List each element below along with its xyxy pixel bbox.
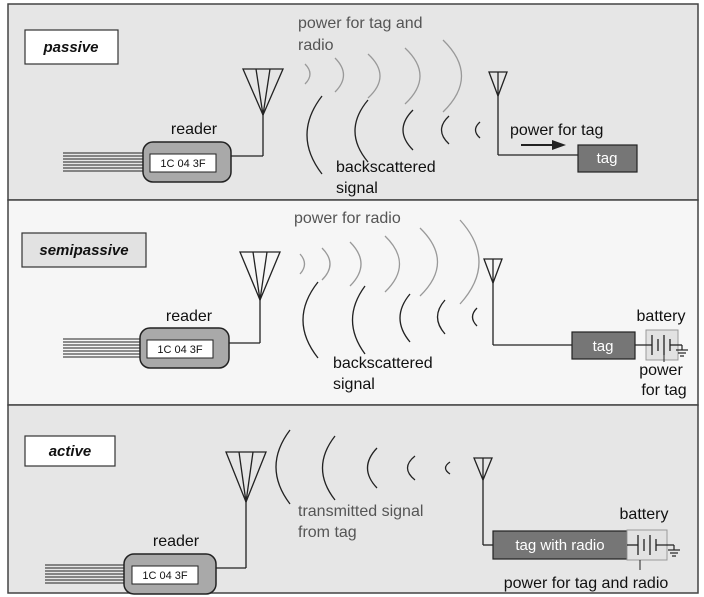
return-label-line2: signal (333, 376, 375, 393)
return-waves (275, 429, 451, 505)
tag-box (577, 144, 638, 173)
reader-label: reader (153, 533, 200, 550)
antenna-icon (229, 251, 281, 344)
reader-display (149, 153, 217, 173)
tag-box (492, 530, 628, 560)
return-label-line2: signal (336, 180, 378, 197)
panel-title: semipassive (39, 242, 128, 259)
ground-icon (668, 545, 680, 557)
outgoing-label-line2: radio (298, 37, 334, 54)
panel-title-box (21, 232, 147, 268)
antenna-icon (488, 71, 578, 156)
panel-background (7, 199, 699, 406)
power-label: power for tag and radio (504, 575, 669, 592)
outgoing-waves (304, 39, 463, 113)
tag-label: tag (597, 150, 618, 167)
outgoing-label: power for radio (294, 210, 401, 227)
power-label: power for tag (510, 122, 603, 139)
return-label-line2: from tag (298, 524, 357, 541)
power-label-line1: power (639, 362, 683, 379)
return-label-line1: backscattered (336, 159, 436, 176)
battery-label: battery (637, 308, 686, 325)
tag-box (571, 331, 636, 360)
battery-label: battery (620, 506, 669, 523)
tag-label: tag (593, 338, 614, 355)
battery-icon (635, 329, 682, 362)
reader-code: 1C 04 3F (142, 570, 188, 582)
return-waves (302, 281, 478, 359)
outgoing-label-line1: power for tag and (298, 15, 423, 32)
reader-cable (63, 152, 145, 172)
panel-title: active (49, 443, 92, 460)
passive-panel: passive 1C 04 3F reader (7, 3, 699, 201)
tag-label: tag with radio (515, 537, 604, 554)
antenna-icon (216, 451, 267, 569)
semipassive-panel: semipassive 1C 04 3F reader (7, 199, 699, 406)
panel-background (7, 404, 699, 594)
reader-display (146, 339, 214, 359)
panel-title-box (24, 29, 119, 65)
panel-title: passive (42, 39, 98, 56)
return-label-line1: backscattered (333, 355, 433, 372)
return-label-line1: transmitted signal (298, 503, 423, 520)
reader-label: reader (166, 308, 213, 325)
antenna-icon (483, 258, 572, 346)
reader-code: 1C 04 3F (157, 344, 203, 356)
arrow-icon (521, 140, 566, 150)
reader-cable (63, 338, 143, 358)
reader-code: 1C 04 3F (160, 158, 206, 170)
reader-display (131, 565, 199, 585)
battery-icon (626, 529, 674, 570)
reader-label: reader (171, 121, 218, 138)
return-waves (306, 95, 481, 175)
power-label-line2: for tag (641, 382, 686, 399)
antenna-icon (473, 457, 493, 546)
outgoing-waves (299, 219, 480, 305)
panel-title-box (24, 435, 116, 467)
active-panel: active 1C 04 3F reader transmitted signa… (7, 404, 699, 595)
ground-icon (676, 345, 688, 357)
antenna-icon (231, 68, 284, 157)
reader-cable (45, 564, 126, 584)
